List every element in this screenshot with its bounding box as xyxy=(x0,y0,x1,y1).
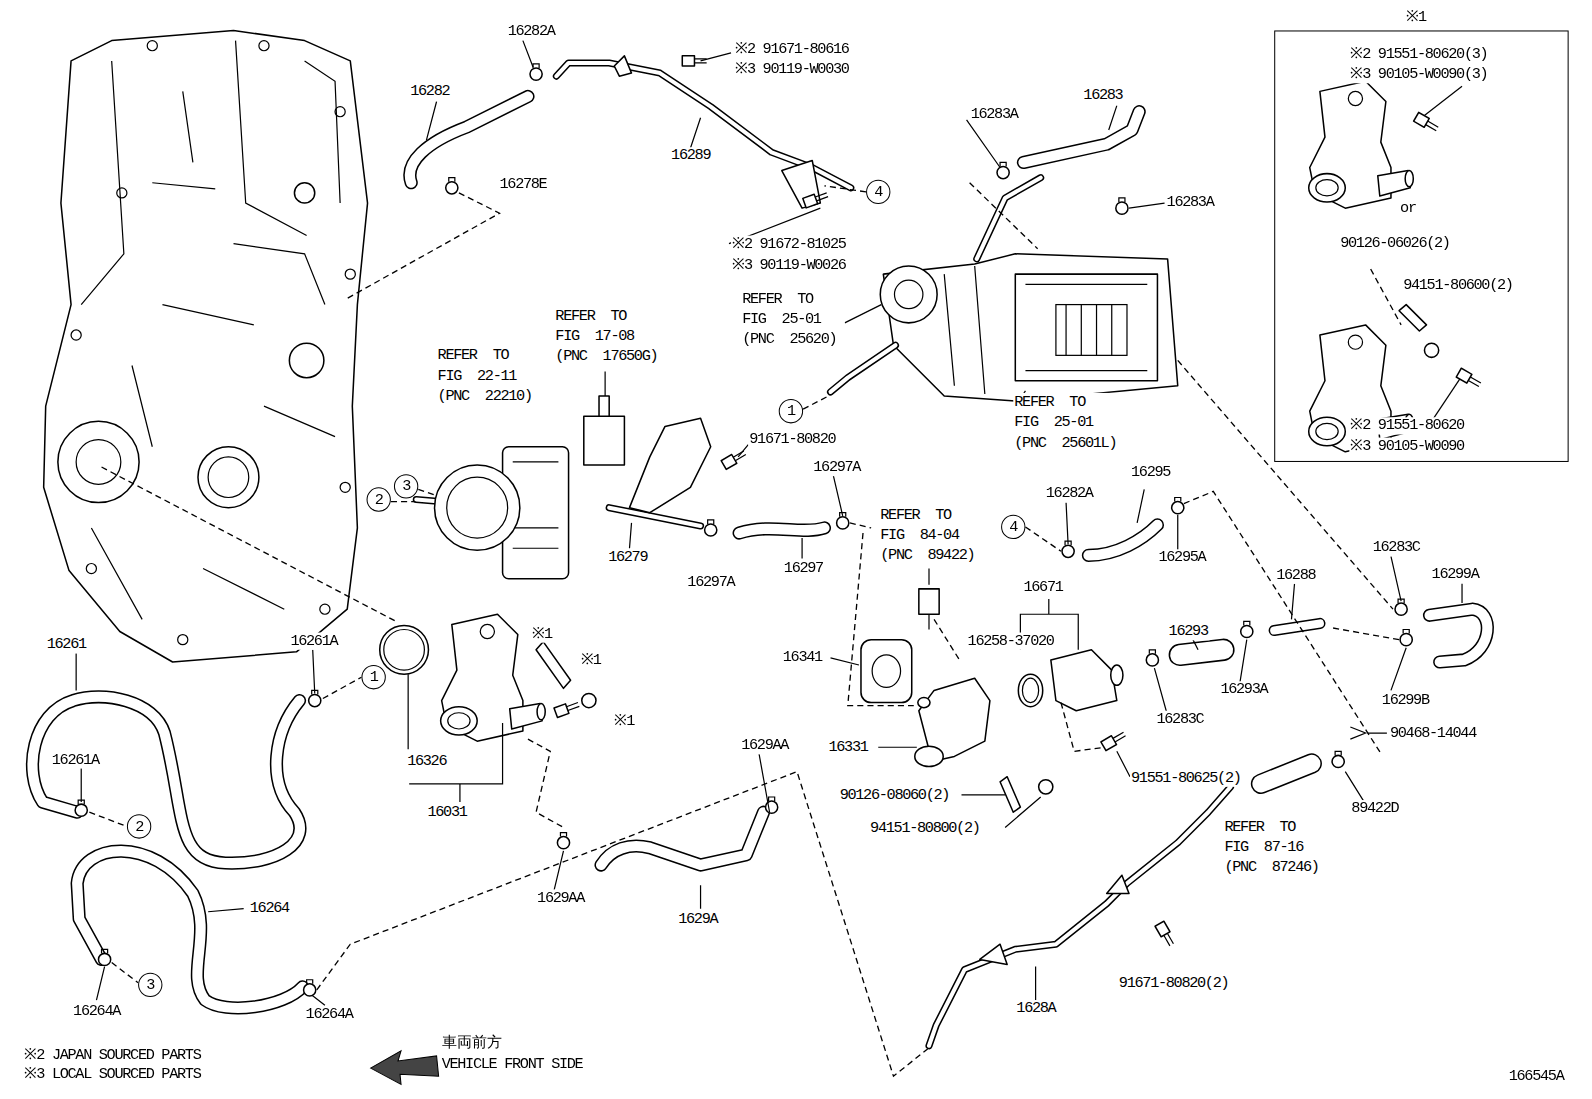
reference-note: REFER TO FIG 87-16 (PNC 87246) xyxy=(1223,817,1327,878)
part-label: 94151-80800(2) xyxy=(869,819,981,836)
reference-note: REFER TO FIG 17-08 (PNC 17650G) xyxy=(554,307,662,368)
part-label: 16331 xyxy=(827,739,868,756)
part-label: 16341 xyxy=(782,649,823,666)
part-label: 16283C xyxy=(1155,711,1204,728)
part-label: 16288 xyxy=(1275,567,1316,584)
callout-number: 4 xyxy=(1009,519,1017,534)
part-label: 16031 xyxy=(426,804,467,821)
part-number: 90126-06026(2) xyxy=(1339,235,1451,252)
part-label: 16261A xyxy=(51,751,100,768)
part-label: 1629A xyxy=(677,911,718,928)
part-label: 16283A xyxy=(970,106,1019,123)
callout-number: 3 xyxy=(146,977,154,992)
callout-circle: 2 xyxy=(367,487,391,511)
part-label: 16282 xyxy=(409,83,450,100)
callout-circle: 2 xyxy=(127,814,151,838)
part-label: 16295A xyxy=(1157,549,1206,566)
part-label: 16261A xyxy=(289,633,338,650)
part-label: ※1 xyxy=(613,713,635,730)
part-label: 90468-14044 xyxy=(1389,725,1477,742)
note-mark: ※1 xyxy=(1405,9,1427,26)
reference-note: REFER TO FIG 22-11 (PNC 22210) xyxy=(437,346,541,407)
part-label: 16264A xyxy=(305,1006,354,1023)
part-label: ※3 LOCAL SOURCED PARTS xyxy=(23,1066,201,1083)
part-label: ※3 90119-W0030 xyxy=(734,61,850,78)
reference-note: REFER TO FIG 25-01 (PNC 25601L) xyxy=(1013,393,1121,454)
part-number: ※3 90105-W0090(3) xyxy=(1349,66,1488,83)
part-label: 16297A xyxy=(686,574,735,591)
part-label: 16289 xyxy=(670,147,711,164)
part-label: 16671 xyxy=(1022,579,1063,596)
part-number: ※2 91551-80620 xyxy=(1349,417,1465,434)
part-label: 16299B xyxy=(1381,691,1430,708)
part-label: 16295 xyxy=(1130,464,1171,481)
part-label: 1629AA xyxy=(740,737,789,754)
part-label: VEHICLE FRONT SIDE xyxy=(441,1056,584,1073)
part-label: 16297 xyxy=(783,559,824,576)
part-label: ※2 JAPAN SOURCED PARTS xyxy=(23,1047,201,1064)
part-label: 16293A xyxy=(1219,681,1268,698)
part-label: 16283 xyxy=(1082,87,1123,104)
part-label: 16297A xyxy=(812,459,861,476)
part-label: 91551-80625(2) xyxy=(1130,770,1242,787)
part-label: 16299A xyxy=(1431,566,1480,583)
callout-circle: 4 xyxy=(866,180,890,204)
alternative-parts-box: ※1※2 91551-80620(3)※3 90105-W0090(3)or90… xyxy=(1274,30,1568,462)
part-label: 16282A xyxy=(507,22,556,39)
callout-circle: 3 xyxy=(138,973,162,997)
callout-number: 3 xyxy=(402,479,410,494)
part-label: ※2 91671-80616 xyxy=(734,41,850,58)
part-label: 16279 xyxy=(607,549,648,566)
part-number: or xyxy=(1399,200,1417,217)
callout-number: 1 xyxy=(787,404,795,419)
part-label: 16326 xyxy=(406,752,447,769)
callout-number: 2 xyxy=(135,819,143,834)
part-label: 90126-08060(2) xyxy=(839,787,951,804)
reference-note: REFER TO FIG 25-01 (PNC 25620) xyxy=(741,289,845,350)
part-label: ※2 91672-81025 xyxy=(731,236,847,253)
callout-circle: 4 xyxy=(1001,515,1025,539)
part-label: 16264 xyxy=(249,900,290,917)
part-label: 16282A xyxy=(1045,485,1094,502)
part-label: ※1 xyxy=(531,625,553,642)
part-label: 16283C xyxy=(1372,539,1421,556)
part-number: ※2 91551-80620(3) xyxy=(1349,46,1488,63)
part-label: 16283A xyxy=(1166,194,1215,211)
part-label: 16264A xyxy=(72,1003,121,1020)
part-label: 91671-80820(2) xyxy=(1118,975,1230,992)
part-label: 16261 xyxy=(46,636,87,653)
part-label: ※1 xyxy=(580,652,602,669)
reference-note: REFER TO FIG 84-04 (PNC 89422) xyxy=(879,506,983,567)
callout-circle: 1 xyxy=(779,399,803,423)
part-label: 166545A xyxy=(1508,1068,1565,1085)
part-label: 91671-80820 xyxy=(748,430,836,447)
part-label: 1628A xyxy=(1015,1000,1056,1017)
part-number: ※3 90105-W0090 xyxy=(1349,438,1465,455)
callout-number: 2 xyxy=(375,492,383,507)
callout-circle: 1 xyxy=(361,665,385,689)
part-label: 車両前方 xyxy=(441,1034,504,1051)
part-label: 89422D xyxy=(1350,800,1399,817)
callout-number: 4 xyxy=(874,184,882,199)
callout-circle: 3 xyxy=(394,474,418,498)
callout-number: 1 xyxy=(370,670,378,685)
part-label: 16278E xyxy=(499,176,548,193)
part-number: 94151-80600(2) xyxy=(1402,277,1514,294)
part-label: 1629AA xyxy=(536,889,585,906)
part-label: 16293 xyxy=(1168,622,1209,639)
part-label: 16258-37020 xyxy=(967,633,1055,650)
part-label: ※3 90119-W0026 xyxy=(731,257,847,274)
